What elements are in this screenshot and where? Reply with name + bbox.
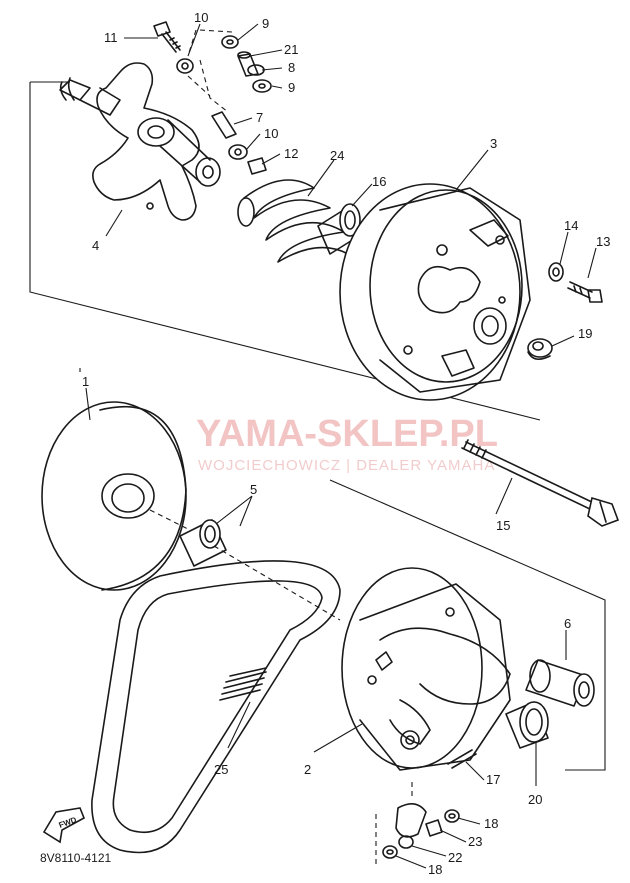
long-bolt-15 xyxy=(461,439,620,527)
callout-5: 5 xyxy=(250,482,257,497)
callout-9-bottom: 9 xyxy=(288,80,295,95)
bolt-11 xyxy=(153,21,181,53)
callout-8: 8 xyxy=(288,60,295,75)
callout-22: 22 xyxy=(448,850,462,865)
movable-sheave-3 xyxy=(339,183,531,401)
callout-10-top: 10 xyxy=(194,10,208,25)
sleeve-6 xyxy=(525,659,595,707)
callout-1: 1 xyxy=(82,374,89,389)
callout-12: 12 xyxy=(284,146,298,161)
callout-24: 24 xyxy=(330,148,344,163)
callout-2: 2 xyxy=(304,762,311,777)
lower-frame-lines xyxy=(79,368,606,771)
small-parts-lower xyxy=(375,782,460,868)
small-parts-cluster xyxy=(176,29,272,175)
callout-11: 11 xyxy=(104,30,118,45)
upper-frame-lines xyxy=(29,81,541,421)
washer-14 xyxy=(548,262,564,282)
spider-part xyxy=(59,62,221,221)
callout-9-top: 9 xyxy=(262,16,269,31)
callouts: 11 10 9 21 8 9 7 10 12 24 16 3 4 14 13 1… xyxy=(82,10,610,877)
callout-21: 21 xyxy=(284,42,298,57)
watermark-brand: YAMA-SKLEP.PL xyxy=(196,413,498,455)
spring-24 xyxy=(237,179,349,263)
callout-13: 13 xyxy=(596,234,610,249)
washer-19 xyxy=(527,338,553,360)
fixed-sheave-1 xyxy=(41,401,187,591)
callout-3: 3 xyxy=(490,136,497,151)
fwd-arrow-icon: FWD xyxy=(42,807,86,844)
pin-17 xyxy=(447,749,477,769)
callout-14: 14 xyxy=(564,218,578,233)
callout-20: 20 xyxy=(528,792,542,807)
callout-17: 17 xyxy=(486,772,500,787)
callout-16: 16 xyxy=(372,174,386,189)
callout-7: 7 xyxy=(256,110,263,125)
callout-19: 19 xyxy=(578,326,592,341)
diagram-code: 8V8110-4121 xyxy=(40,851,112,865)
callout-25: 25 xyxy=(214,762,228,777)
bolt-13 xyxy=(567,281,603,303)
bushing-5 xyxy=(149,509,341,621)
leader-lines xyxy=(85,23,597,869)
callout-10-bottom: 10 xyxy=(264,126,278,141)
callout-18-top: 18 xyxy=(484,816,498,831)
secondary-sheave-2 xyxy=(341,567,511,771)
ring-20 xyxy=(505,701,549,749)
callout-6: 6 xyxy=(564,616,571,631)
callout-23: 23 xyxy=(468,834,482,849)
callout-15: 15 xyxy=(496,518,510,533)
watermark: YAMA-SKLEP.PL WOJCIECHOWICZ | DEALER YAM… xyxy=(87,407,498,489)
callout-4: 4 xyxy=(92,238,99,253)
v-belt-25 xyxy=(91,560,341,854)
callout-18-bottom: 18 xyxy=(428,862,442,877)
watermark-dealer: WOJCIECHOWICZ | DEALER YAMAHA xyxy=(198,457,495,474)
